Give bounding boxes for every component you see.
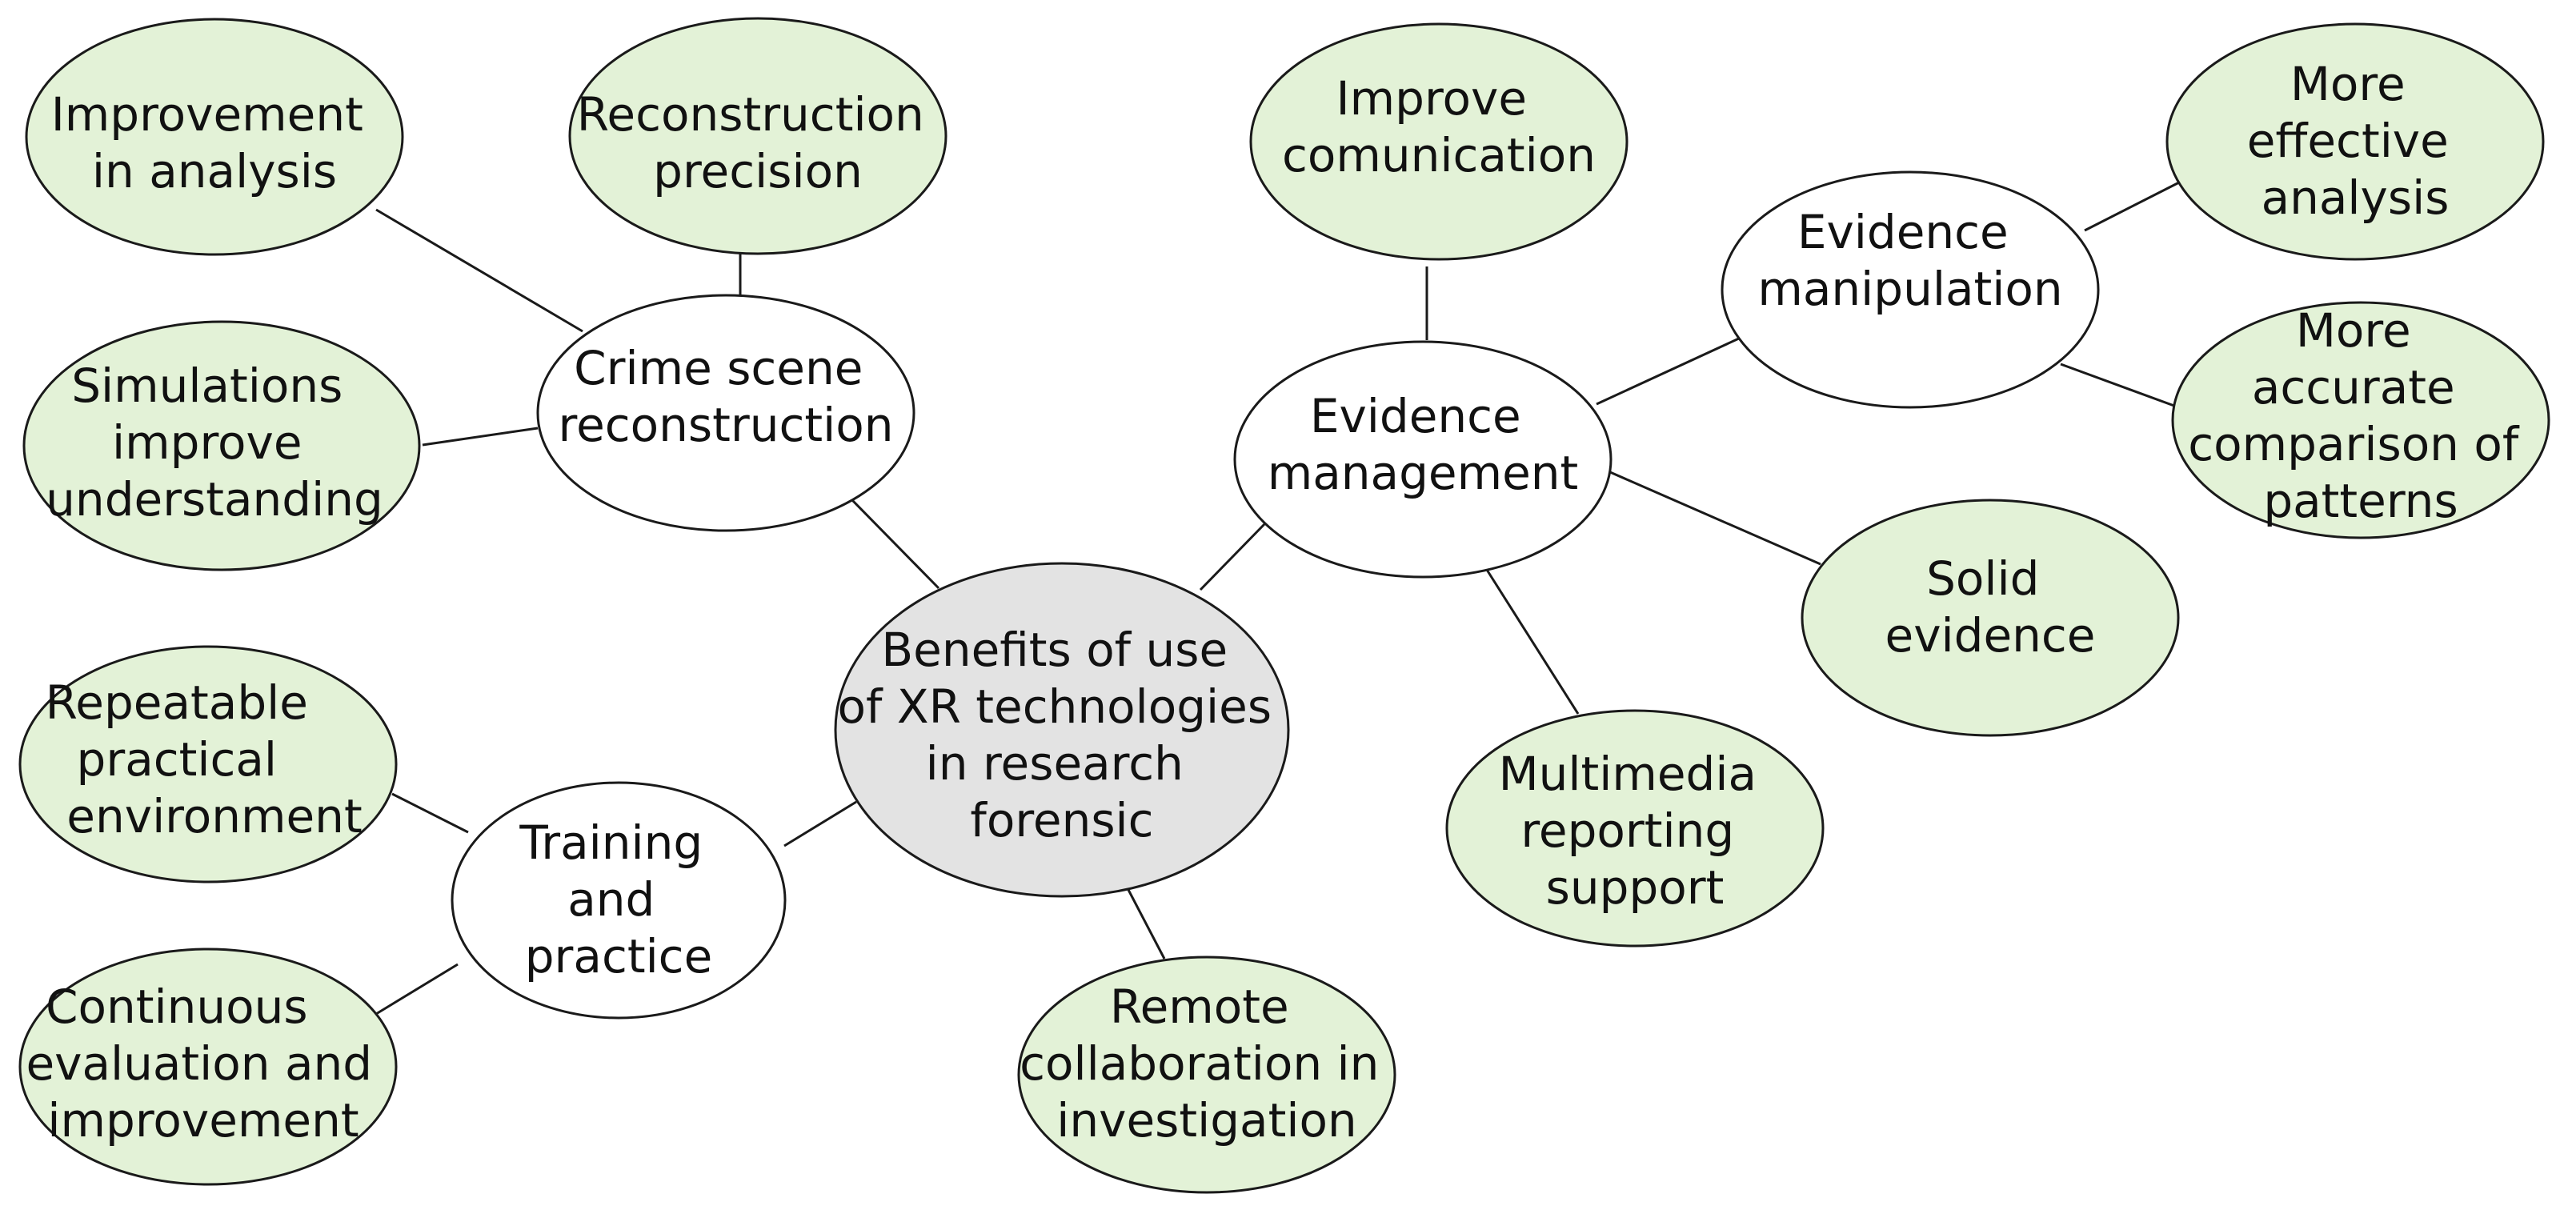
leaf-improve-communication-label: Improve comunication (1282, 71, 1596, 182)
edge-evidence-management-multimedia (1485, 569, 1580, 715)
leaf-improvement-in-analysis: Improvement in analysis (25, 18, 404, 256)
leaf-more-accurate-comparison: More accurate comparison of patterns (2171, 301, 2550, 539)
leaf-remote-label: Remote collaboration in investigation (1020, 980, 1394, 1148)
edge-training-continuous (375, 963, 459, 1016)
leaf-repeatable-label: Repeatable practical environment (46, 675, 363, 843)
edge-evidence-management-solid-evidence (1609, 471, 1821, 566)
leaf-continuous-evaluation: Continuous evaluation and improvement (18, 948, 398, 1186)
category-training-label: Training and practice (519, 815, 717, 984)
central-node: Benefits of use of XR technologies in re… (834, 562, 1290, 898)
leaf-remote-collaboration: Remote collaboration in investigation (1017, 956, 1396, 1194)
leaf-multimedia-label: Multimedia reporting support (1499, 747, 1772, 915)
central-node-label: Benefits of use of XR technologies in re… (838, 623, 1287, 847)
edge-training-repeatable (391, 792, 469, 834)
edge-central-evidence-management (1199, 523, 1266, 591)
leaf-simulations-label: Simulations improve understanding (46, 359, 383, 527)
edge-crime-scene-simulations (422, 427, 539, 447)
edge-central-training (783, 800, 857, 847)
category-evidence-management: Evidence management (1233, 340, 1613, 579)
leaf-repeatable-practical-environment: Repeatable practical environment (18, 645, 398, 883)
edge-crime-scene-improvement-analysis (375, 208, 583, 333)
leaf-simulations-improve-understanding: Simulations improve understanding (22, 320, 421, 571)
category-training-and-practice: Training and practice (451, 781, 787, 1020)
category-crime-scene-reconstruction: Crime scene reconstruction (536, 294, 915, 532)
leaf-continuous-label: Continuous evaluation and improvement (26, 980, 387, 1148)
leaf-reconstruction-precision-label: Reconstruction precision (577, 87, 939, 198)
leaf-more-accurate-label: More accurate comparison of patterns (2188, 303, 2533, 528)
leaf-more-effective-label: More effective analysis (2247, 57, 2464, 225)
edge-evidence-manipulation-more-accurate (2060, 363, 2181, 410)
category-evidence-management-label: Evidence management (1268, 389, 1579, 500)
leaf-multimedia-reporting-support: Multimedia reporting support (1445, 709, 1825, 948)
connector-lines (375, 181, 2181, 1016)
leaf-more-effective-analysis: More effective analysis (2165, 22, 2545, 261)
edge-central-crime-scene (851, 499, 940, 590)
edge-central-remote (1125, 886, 1166, 960)
category-crime-scene-label: Crime scene reconstruction (559, 341, 894, 452)
leaf-solid-evidence: Solid evidence (1801, 499, 2180, 737)
category-evidence-manipulation-label: Evidence manipulation (1757, 205, 2062, 316)
leaf-improvement-in-analysis-label: Improvement in analysis (51, 87, 379, 198)
category-evidence-manipulation: Evidence manipulation (1721, 170, 2100, 409)
edge-evidence-manipulation-more-effective (2084, 181, 2180, 232)
leaf-solid-evidence-label: Solid evidence (1885, 551, 2096, 663)
leaf-reconstruction-precision: Reconstruction precision (568, 17, 947, 255)
leaf-improve-communication: Improve comunication (1249, 22, 1629, 261)
edge-evidence-management-evidence-manipulation (1596, 336, 1741, 406)
